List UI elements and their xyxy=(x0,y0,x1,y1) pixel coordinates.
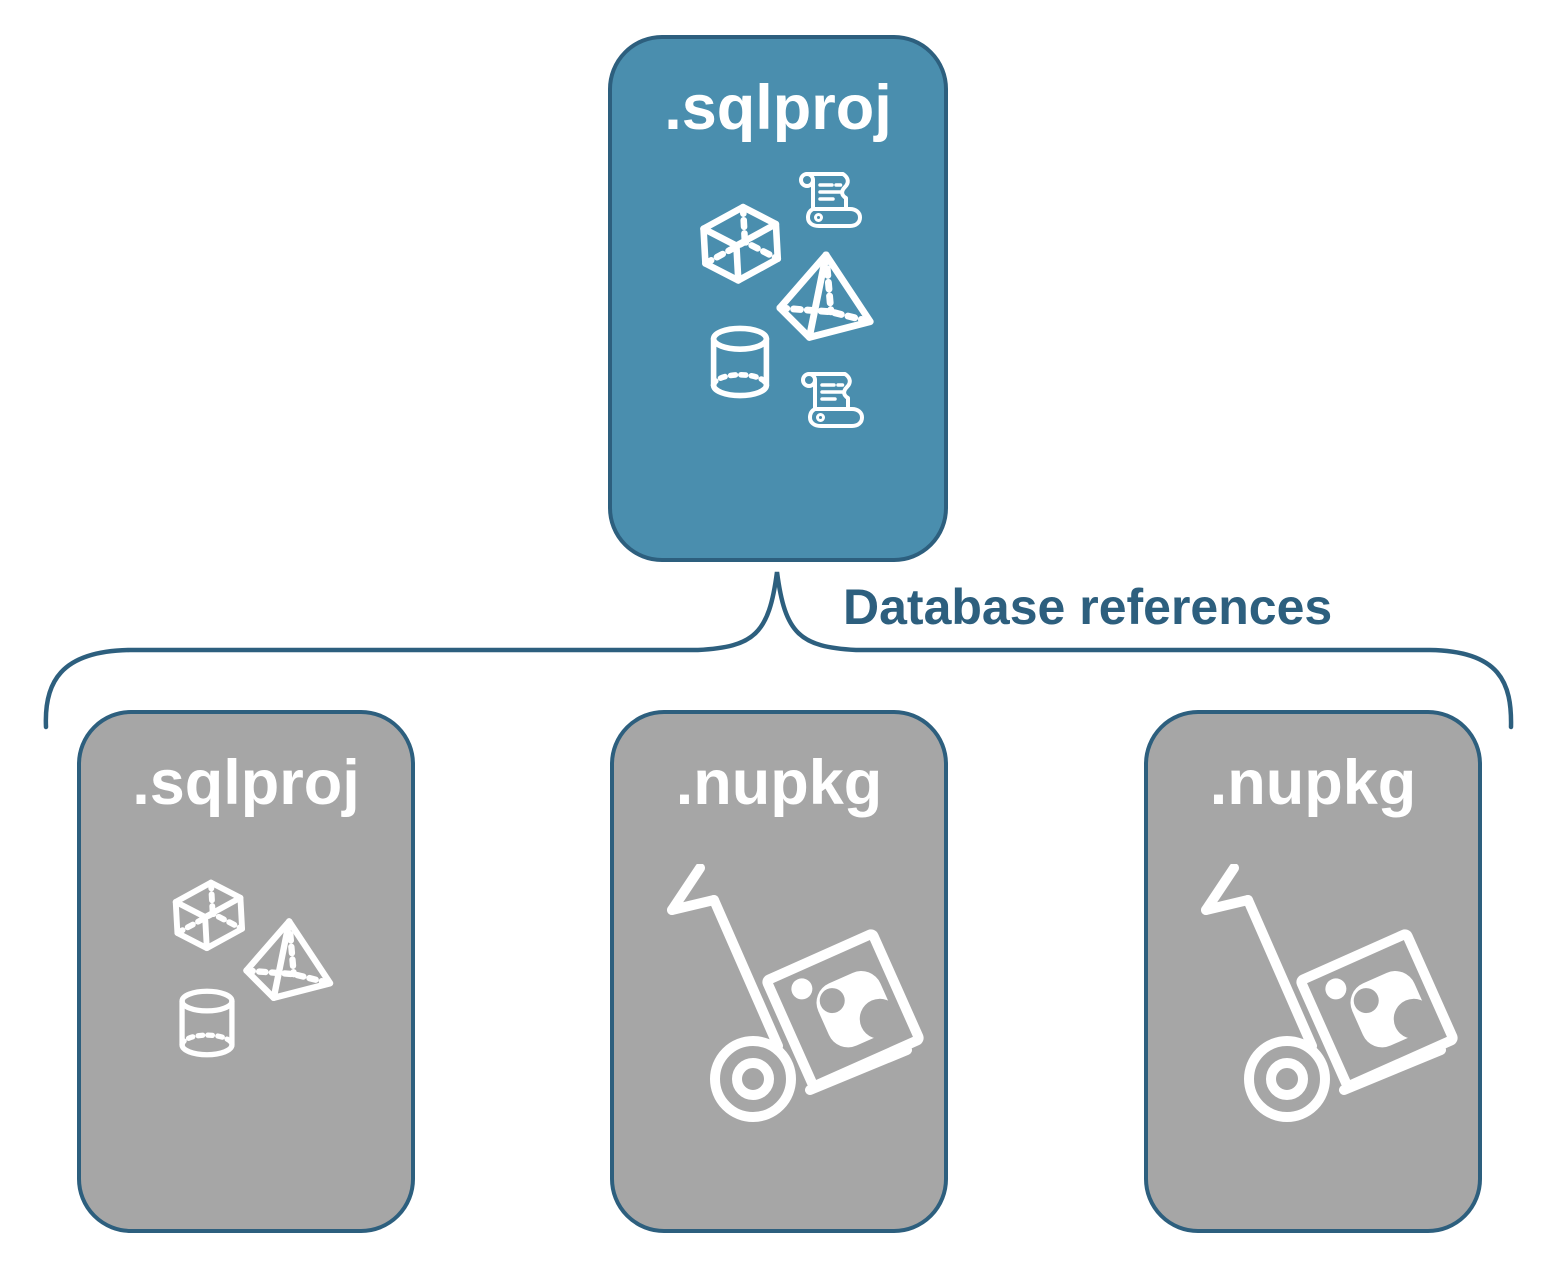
package-dolly-icon xyxy=(664,864,944,1174)
child-node-label: .nupkg xyxy=(1209,748,1417,818)
child-node-label: .nupkg xyxy=(675,748,883,818)
package-dolly-icon xyxy=(1198,864,1478,1174)
cylinder-icon xyxy=(173,984,241,1062)
script-scroll-icon xyxy=(796,367,866,437)
connector-label: Database references xyxy=(843,579,1333,635)
child-node-nupkg: .nupkg xyxy=(1144,710,1482,1233)
script-scroll-icon xyxy=(794,167,864,237)
root-node-sqlproj: .sqlproj xyxy=(608,35,948,562)
pyramid-icon xyxy=(241,916,341,1016)
cylinder-icon xyxy=(704,321,776,403)
root-node-label: .sqlproj xyxy=(664,73,892,143)
child-node-sqlproj: .sqlproj xyxy=(77,710,415,1233)
child-node-label: .sqlproj xyxy=(132,748,360,818)
child-node-nupkg: .nupkg xyxy=(610,710,948,1233)
pyramid-icon xyxy=(774,249,882,357)
